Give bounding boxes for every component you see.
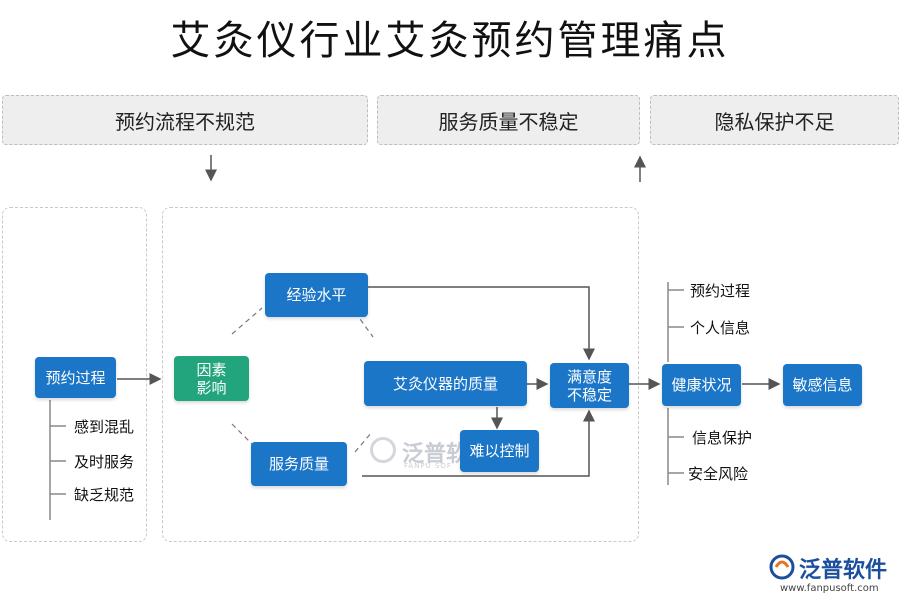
category-privacy: 隐私保护不足 <box>650 95 899 145</box>
right-item-info-protection: 信息保护 <box>692 429 753 447</box>
category-service-quality: 服务质量不稳定 <box>377 95 640 145</box>
fanpu-logo-icon <box>769 554 795 580</box>
left-item-confused: 感到混乱 <box>74 418 135 436</box>
center-panel <box>162 207 639 542</box>
category-booking-process: 预约流程不规范 <box>2 95 368 145</box>
watermark-logo-icon <box>370 437 396 463</box>
node-experience-level: 经验水平 <box>265 273 368 317</box>
right-item-booking-process: 预约过程 <box>690 282 751 300</box>
watermark-name: 泛普软 <box>402 442 469 467</box>
brand-url: www.fanpusoft.com <box>780 583 879 594</box>
node-satisfaction-unstable: 满意度 不稳定 <box>550 363 629 408</box>
node-booking-process: 预约过程 <box>35 357 116 398</box>
brand-name: 泛普软件 <box>799 558 888 583</box>
arrow-experience-to-satisfaction <box>368 286 595 361</box>
node-health-status: 健康状况 <box>662 364 741 406</box>
node-device-quality: 艾灸仪器的质量 <box>364 361 527 406</box>
node-sensitive-info: 敏感信息 <box>783 364 862 406</box>
left-item-lack-standards: 缺乏规范 <box>74 486 135 504</box>
left-item-timely-service: 及时服务 <box>74 453 135 471</box>
node-hard-to-control: 难以控制 <box>460 430 539 472</box>
arrow-service-to-satisfaction <box>362 409 595 477</box>
right-item-personal-info: 个人信息 <box>690 319 751 337</box>
satisfaction-line1: 满意度 <box>566 367 612 386</box>
watermark-sub: FANPU SOF <box>404 462 452 470</box>
node-factor-influence: 因素 影响 <box>174 356 249 401</box>
page-title: 艾灸仪行业艾灸预约管理痛点 <box>170 18 730 64</box>
right-item-security-risk: 安全风险 <box>688 465 749 483</box>
node-service-quality: 服务质量 <box>251 442 347 486</box>
left-panel <box>2 207 147 542</box>
factor-line1: 因素 <box>196 360 227 379</box>
satisfaction-line2: 不稳定 <box>566 385 612 404</box>
factor-line2: 影响 <box>196 378 227 397</box>
